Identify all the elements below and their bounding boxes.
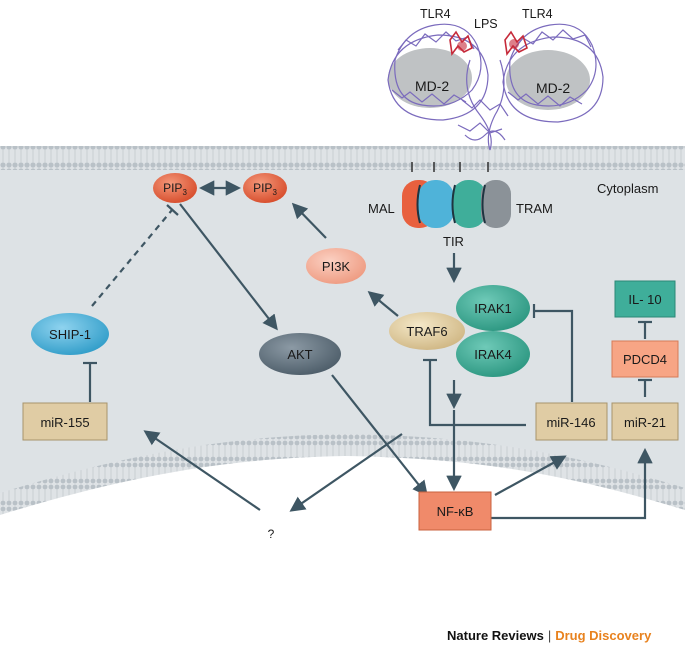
tir-adaptor-cluster <box>402 162 511 228</box>
pi3k-node <box>306 248 366 284</box>
mir21-label: miR-21 <box>624 415 666 430</box>
pathway-connectors <box>83 180 653 520</box>
pi3k-label: PI3K <box>322 259 351 274</box>
tlr4-right-label: TLR4 <box>522 7 553 21</box>
plasma-membrane <box>0 146 685 170</box>
akt-label: AKT <box>287 347 312 362</box>
md2-left-label: MD-2 <box>415 78 449 94</box>
il10-box <box>614 280 676 318</box>
tlr4-left-label: TLR4 <box>420 7 451 21</box>
ship1-label: SHIP-1 <box>49 327 91 342</box>
pip3-node-right <box>243 173 287 203</box>
footer-separator: | <box>547 628 552 643</box>
nfkb-box <box>418 491 492 531</box>
pdcd4-box <box>611 340 679 378</box>
irak1-label: IRAK1 <box>474 301 512 316</box>
mir146-label: miR-146 <box>546 415 595 430</box>
mir155-label: miR-155 <box>40 415 89 430</box>
journal-section: Drug Discovery <box>555 628 652 643</box>
mal-label: MAL <box>368 201 395 216</box>
journal-name: Nature Reviews <box>447 628 544 643</box>
pip3-right-label: PIP3 <box>253 181 277 197</box>
tram-label: TRAM <box>516 201 553 216</box>
pip3-left-label: PIP3 <box>163 181 187 197</box>
pip3-node-left <box>153 173 197 203</box>
cytoplasm-label: Cytoplasm <box>597 181 658 196</box>
mir146-box <box>535 402 608 441</box>
nfkb-label: NF-κB <box>437 504 474 519</box>
irak4-label: IRAK4 <box>474 347 512 362</box>
irak4-node <box>456 331 530 377</box>
irak1-node <box>456 285 530 331</box>
tir-label: TIR <box>443 234 464 249</box>
akt-node <box>259 333 341 375</box>
md2-right-label: MD-2 <box>536 80 570 96</box>
lps-label: LPS <box>474 17 498 31</box>
mir21-box <box>611 402 679 441</box>
nuclear-membrane <box>0 434 685 515</box>
journal-footer: Nature Reviews|Drug Discovery <box>447 628 651 643</box>
tlr4-receptor-complex <box>387 23 604 151</box>
pdcd4-label: PDCD4 <box>623 352 667 367</box>
mir155-box <box>22 402 108 441</box>
traf6-node <box>389 312 465 350</box>
traf6-label: TRAF6 <box>406 324 447 339</box>
ship1-node <box>31 313 109 355</box>
unknown-target-label: ? <box>268 527 275 541</box>
il10-label: IL- 10 <box>628 292 661 307</box>
